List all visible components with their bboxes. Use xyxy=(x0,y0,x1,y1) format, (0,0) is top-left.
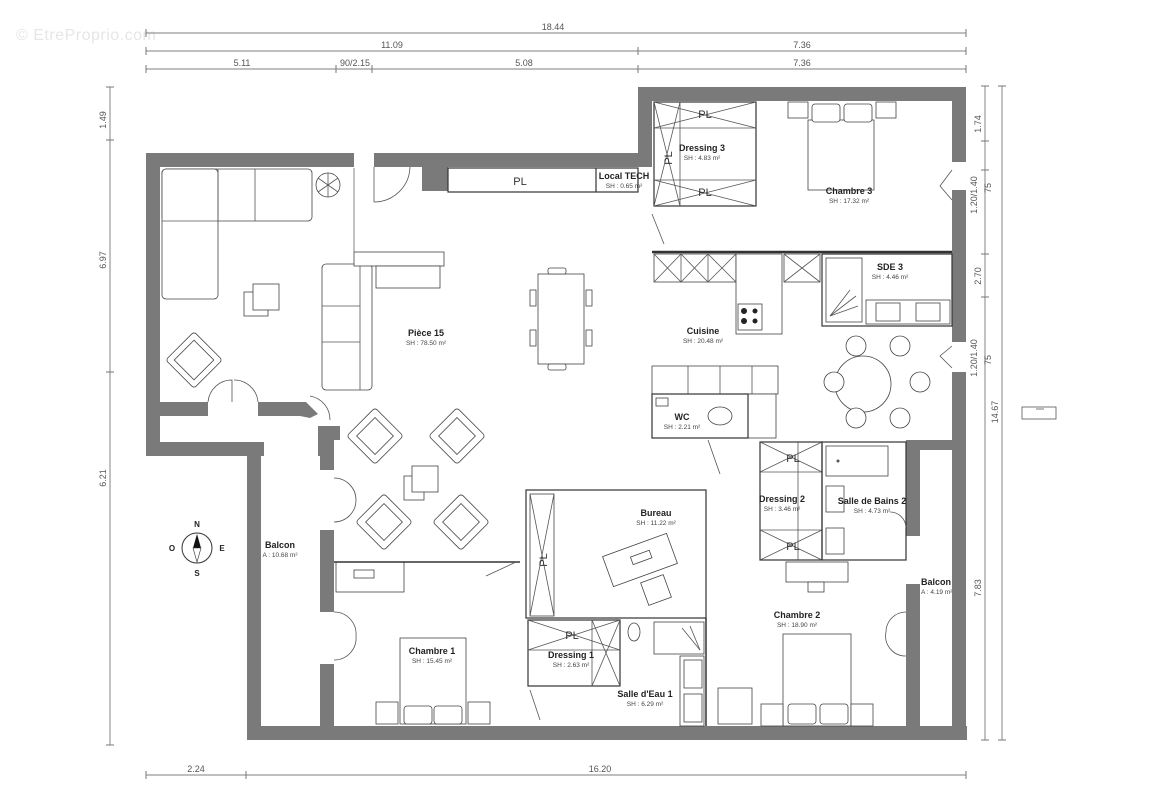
room-name: Dressing 3 xyxy=(679,143,725,153)
dimensions-top: 18.44 11.09 7.36 5.11 90/2.15 5.08 7.36 xyxy=(145,22,967,73)
room-area: SH : 4.73 m² xyxy=(854,508,891,515)
furniture xyxy=(161,101,931,727)
dim-seg-4: 7.36 xyxy=(793,58,811,68)
room-dressing3: Dressing 3 SH : 4.83 m² xyxy=(679,143,725,162)
dim-right-seg-5: 1.20/1.40 xyxy=(969,339,979,377)
room-area: SH : 3.46 m² xyxy=(764,506,801,513)
closet-labels: PL PL PL PL PL PL PL PL xyxy=(513,109,799,642)
compass-south: S xyxy=(194,569,200,578)
room-area: SH : 20.48 m² xyxy=(683,338,724,345)
room-name: Salle d'Eau 1 xyxy=(617,689,672,699)
room-cuisine: Cuisine SH : 20.48 m² xyxy=(683,326,724,345)
dim-right-total: 14.67 xyxy=(990,401,1000,424)
room-name: Dressing 2 xyxy=(759,494,805,504)
room-dressing2: Dressing 2 SH : 3.46 m² xyxy=(759,494,805,513)
room-area: SH : 18.90 m² xyxy=(777,622,818,629)
dim-right-seg-1: 1.74 xyxy=(973,115,983,133)
dim-left-width: 11.09 xyxy=(381,40,403,50)
room-chambre3: Chambre 3 SH : 17.32 m² xyxy=(826,186,873,205)
room-name: Balcon xyxy=(921,577,951,587)
room-wc: WC SH : 2.21 m² xyxy=(664,412,701,431)
room-area: SH : 2.63 m² xyxy=(553,662,590,669)
dim-left-middle: 6.97 xyxy=(98,251,108,269)
legend-symbol xyxy=(1021,406,1057,420)
room-area: SH : 17.32 m² xyxy=(829,198,870,205)
room-piece15: Pièce 15 SH : 78.50 m² xyxy=(406,328,447,347)
closet-label: PL xyxy=(513,176,526,188)
closet-label: PL xyxy=(565,630,578,642)
dim-seg-1: 5.11 xyxy=(234,58,251,68)
compass-icon: N S E O xyxy=(169,520,225,578)
room-bureau: Bureau SH : 11.22 m² xyxy=(636,508,676,527)
dim-right-seg-7: 7.83 xyxy=(973,579,983,597)
room-sde3: SDE 3 SH : 4.46 m² xyxy=(872,262,909,281)
dimensions-right: 1.74 1.20/1.40 75 2.70 1.20/1.40 75 7.83… xyxy=(969,85,1006,741)
dim-bottom-1: 2.24 xyxy=(187,764,205,774)
closet-label: PL xyxy=(698,109,711,121)
room-salle-de-bains2: Salle de Bains 2 SH : 4.73 m² xyxy=(838,496,907,515)
room-name: WC xyxy=(675,412,690,422)
dim-left-top: 1.49 xyxy=(98,111,108,129)
room-name: SDE 3 xyxy=(877,262,903,272)
closet-label: PL xyxy=(786,541,799,553)
room-area: A : 10.68 m² xyxy=(262,552,298,559)
dim-right-seg-4: 2.70 xyxy=(973,267,983,285)
room-name: Balcon xyxy=(265,540,295,550)
room-name: Pièce 15 xyxy=(408,328,444,338)
closet-label: PL xyxy=(698,187,711,199)
room-area: SH : 15.45 m² xyxy=(412,658,453,665)
room-name: Chambre 2 xyxy=(774,610,821,620)
room-area: SH : 4.83 m² xyxy=(684,155,721,162)
dim-seg-3: 5.08 xyxy=(515,58,533,68)
dim-left-bottom: 6.21 xyxy=(98,469,108,487)
compass-north: N xyxy=(194,520,200,529)
dim-bottom-2: 16.20 xyxy=(589,764,612,774)
room-balcon-left: Balcon A : 10.68 m² xyxy=(262,540,298,559)
dim-right-seg-2: 1.20/1.40 xyxy=(969,176,979,214)
doors xyxy=(207,166,953,721)
room-area: A : 4.19 m² xyxy=(921,589,953,596)
room-dressing1: Dressing 1 SH : 2.63 m² xyxy=(548,650,594,669)
dim-seg-2: 90/2.15 xyxy=(340,58,370,68)
room-area: SH : 0.65 m² xyxy=(606,183,643,190)
room-name: Chambre 3 xyxy=(826,186,873,196)
dimensions-left: 1.49 6.97 6.21 xyxy=(98,86,114,746)
room-name: Salle de Bains 2 xyxy=(838,496,907,506)
room-area: SH : 2.21 m² xyxy=(664,424,701,431)
room-area: SH : 6.29 m² xyxy=(627,701,664,708)
room-salle-deau1: Salle d'Eau 1 SH : 6.29 m² xyxy=(617,689,672,708)
room-area: SH : 78.50 m² xyxy=(406,340,447,347)
room-name: Cuisine xyxy=(687,326,720,336)
compass-east: E xyxy=(219,544,225,553)
room-name: Dressing 1 xyxy=(548,650,594,660)
dim-right-seg-6: 75 xyxy=(983,355,993,365)
closet-label: PL xyxy=(538,553,550,566)
compass-west: O xyxy=(169,544,175,553)
room-area: SH : 4.46 m² xyxy=(872,274,909,281)
partitions xyxy=(447,101,953,727)
watermark: © EtreProprio.com xyxy=(16,27,157,44)
room-name: Local TECH xyxy=(599,171,650,181)
dim-right-seg-3: 75 xyxy=(983,183,993,193)
room-name: Bureau xyxy=(640,508,671,518)
room-chambre1: Chambre 1 SH : 15.45 m² xyxy=(409,646,456,665)
room-balcon-right: Balcon A : 4.19 m² xyxy=(921,577,953,596)
closet-label: PL xyxy=(663,151,675,164)
dimensions-bottom: 2.24 16.20 xyxy=(145,764,967,779)
closet-label: PL xyxy=(786,453,799,465)
room-local-tech: Local TECH SH : 0.65 m² xyxy=(599,171,650,190)
exterior-walls xyxy=(146,87,967,740)
room-name: Chambre 1 xyxy=(409,646,456,656)
dim-total-width: 18.44 xyxy=(542,22,565,32)
room-chambre2: Chambre 2 SH : 18.90 m² xyxy=(774,610,821,629)
room-area: SH : 11.22 m² xyxy=(636,520,676,527)
dim-right-width: 7.36 xyxy=(793,40,811,50)
